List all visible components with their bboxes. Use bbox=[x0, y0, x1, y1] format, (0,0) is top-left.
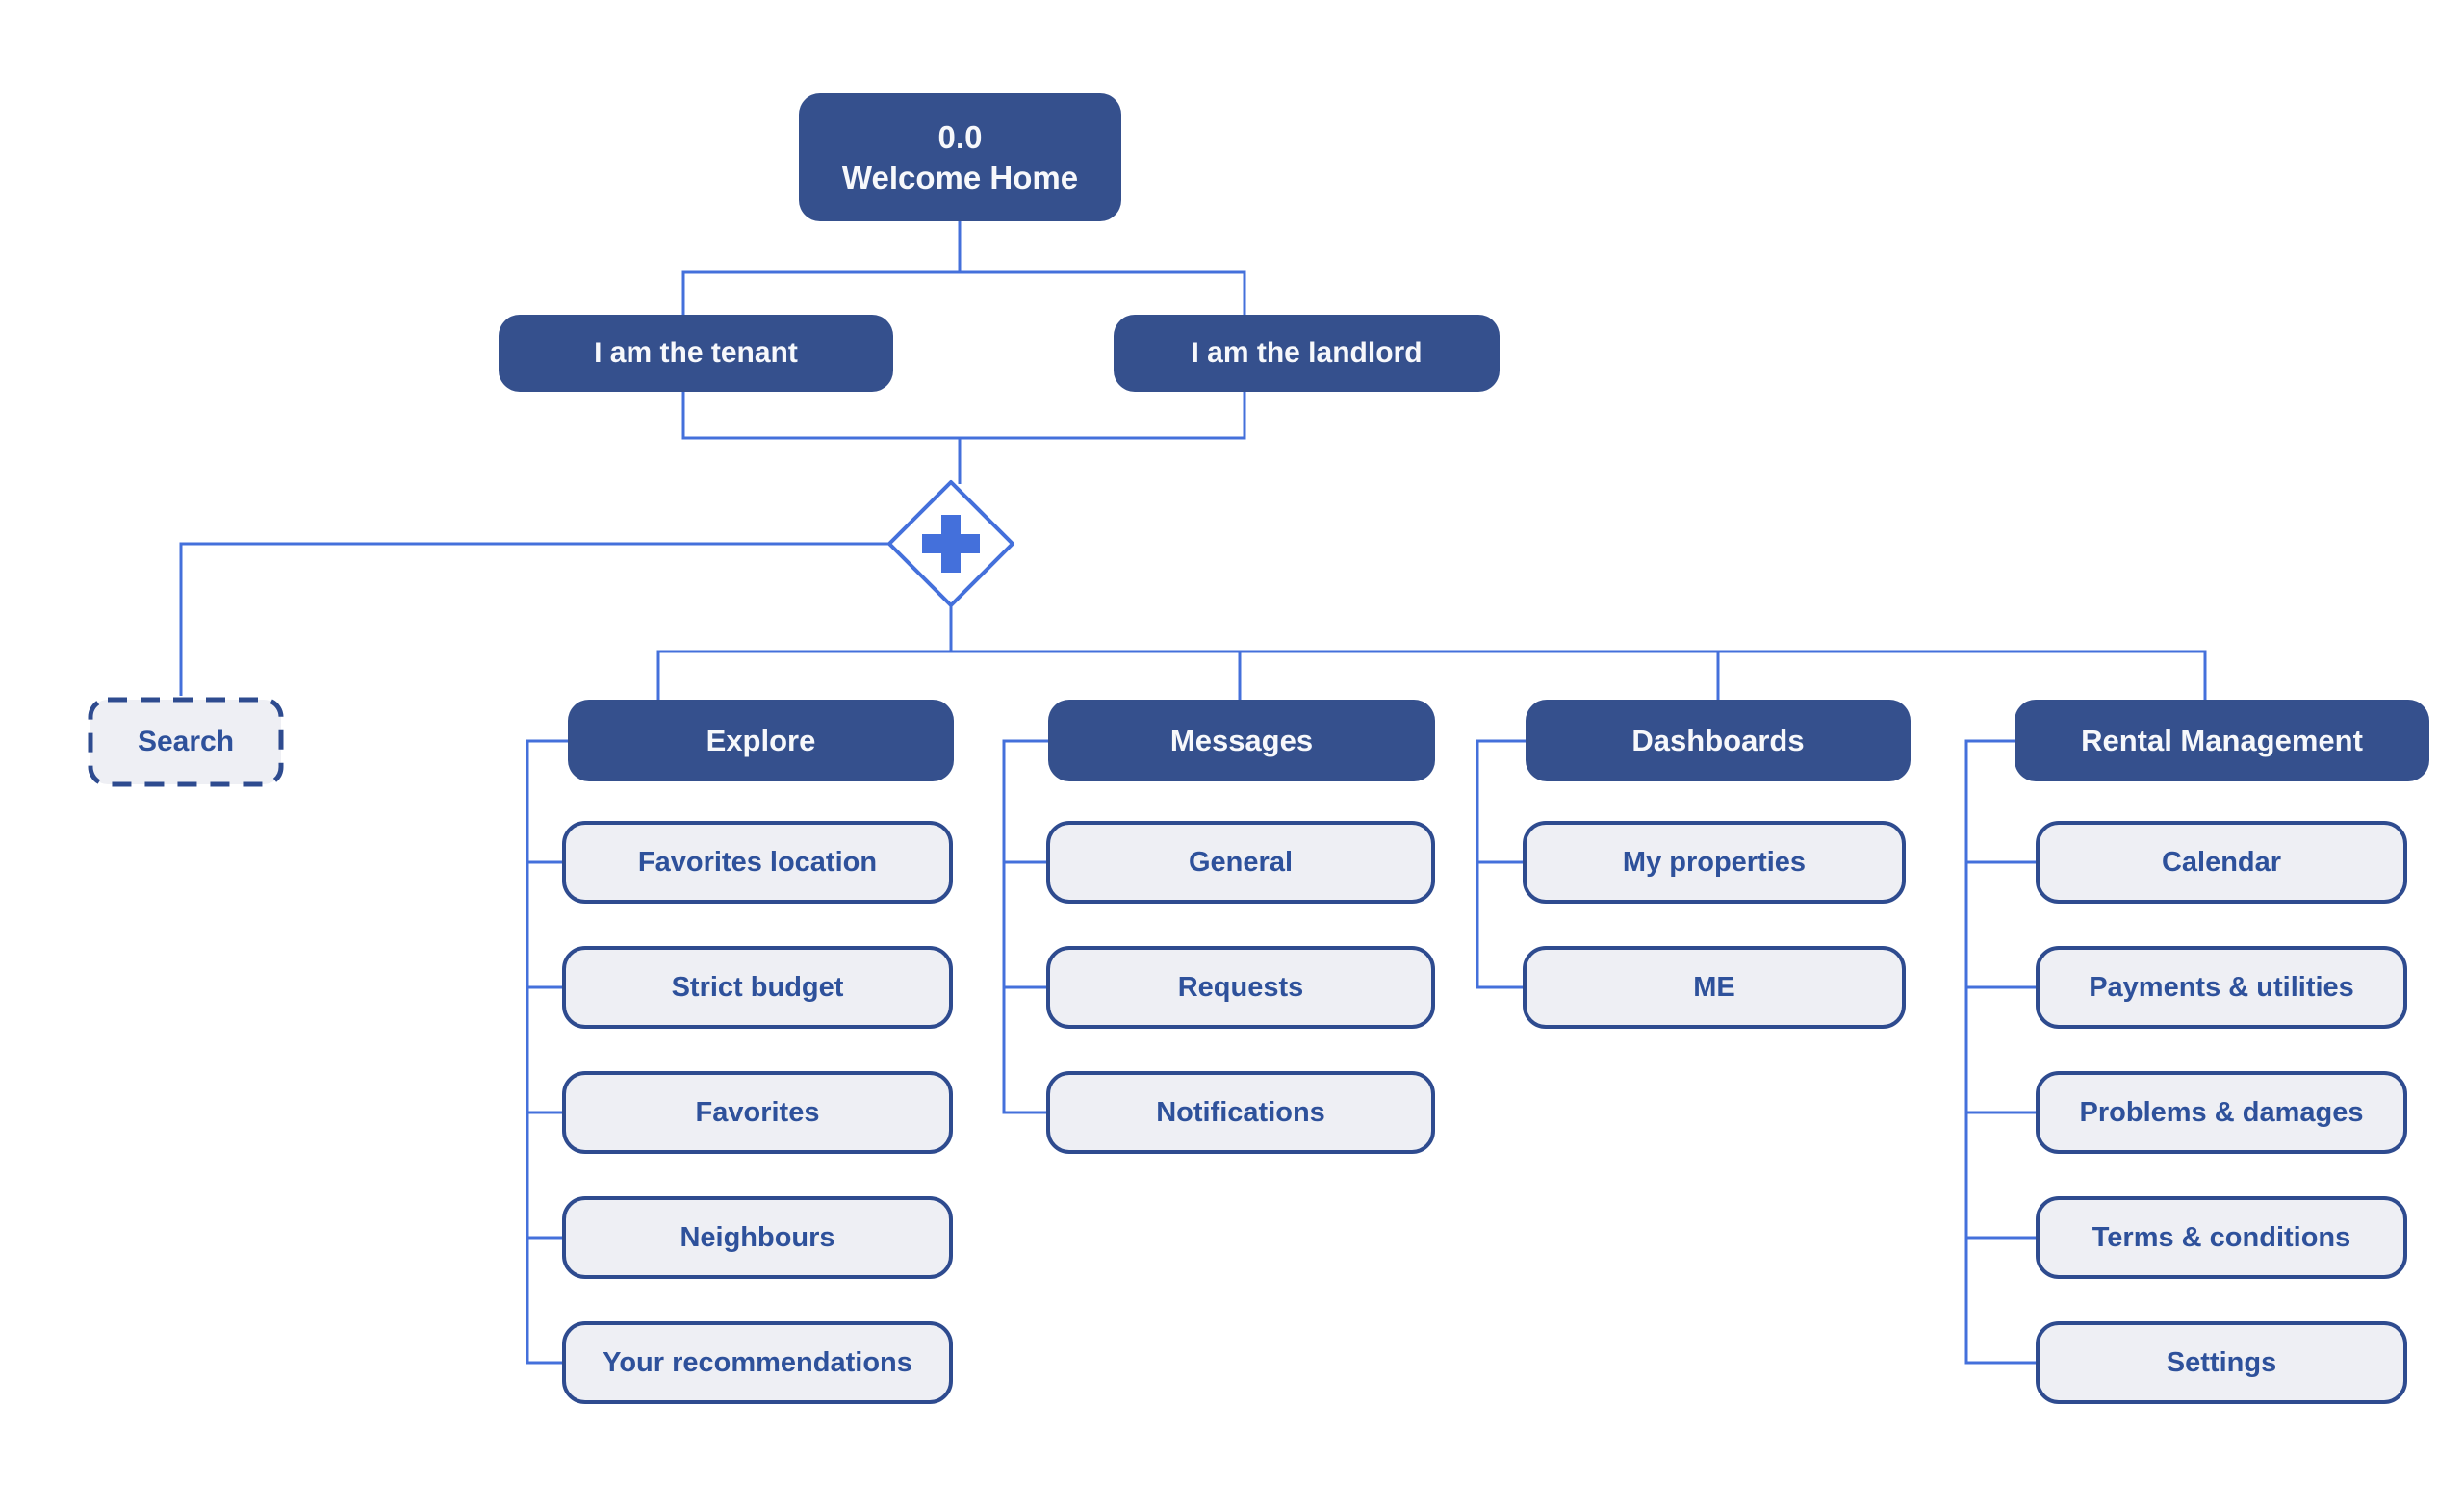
node-general[interactable]: General bbox=[1046, 821, 1435, 904]
connector bbox=[1476, 739, 1526, 989]
node-calendar[interactable]: Calendar bbox=[2036, 821, 2407, 904]
section-header-dashboards[interactable]: Dashboards bbox=[1526, 700, 1911, 781]
node-neighbours[interactable]: Neighbours bbox=[562, 1196, 953, 1279]
node-title: Welcome Home bbox=[841, 159, 1079, 195]
connector bbox=[526, 739, 568, 1365]
node-search[interactable]: Search bbox=[137, 726, 235, 757]
node-my-properties[interactable]: My properties bbox=[1523, 821, 1906, 904]
node-favorites-location[interactable]: Favorites location bbox=[562, 821, 953, 904]
section-header-rental-management[interactable]: Rental Management bbox=[2015, 700, 2429, 781]
node-strict-budget[interactable]: Strict budget bbox=[562, 946, 953, 1029]
node-terms-conditions[interactable]: Terms & conditions bbox=[2036, 1196, 2407, 1279]
connector bbox=[681, 270, 1246, 315]
connector bbox=[656, 650, 2207, 700]
node-problems-damages[interactable]: Problems & damages bbox=[2036, 1071, 2407, 1154]
connector bbox=[179, 542, 889, 696]
node-i-am-the-landlord[interactable]: I am the landlord bbox=[1114, 315, 1500, 392]
section-header-messages[interactable]: Messages bbox=[1048, 700, 1435, 781]
node-your-recommendations[interactable]: Your recommendations bbox=[562, 1321, 953, 1404]
node-me[interactable]: ME bbox=[1523, 946, 1906, 1029]
node-favorites[interactable]: Favorites bbox=[562, 1071, 953, 1154]
connector bbox=[1002, 739, 1048, 1114]
section-header-explore[interactable]: Explore bbox=[568, 700, 954, 781]
node-payments-utilities[interactable]: Payments & utilities bbox=[2036, 946, 2407, 1029]
connector bbox=[1964, 739, 2036, 1365]
connector bbox=[1966, 860, 2036, 1240]
plus-icon bbox=[922, 515, 980, 573]
node-requests[interactable]: Requests bbox=[1046, 946, 1435, 1029]
connector bbox=[1004, 860, 1046, 989]
node-notifications[interactable]: Notifications bbox=[1046, 1071, 1435, 1154]
connector bbox=[681, 392, 1246, 440]
connector bbox=[527, 860, 562, 1240]
node-settings[interactable]: Settings bbox=[2036, 1321, 2407, 1404]
search-node-outline bbox=[88, 697, 284, 787]
node-code: 0.0 bbox=[937, 118, 983, 155]
node-i-am-the-tenant[interactable]: I am the tenant bbox=[499, 315, 893, 392]
node-welcome-home[interactable]: 0.0 Welcome Home bbox=[799, 93, 1121, 221]
node-welcome-home-text: 0.0 Welcome Home bbox=[842, 118, 1078, 196]
